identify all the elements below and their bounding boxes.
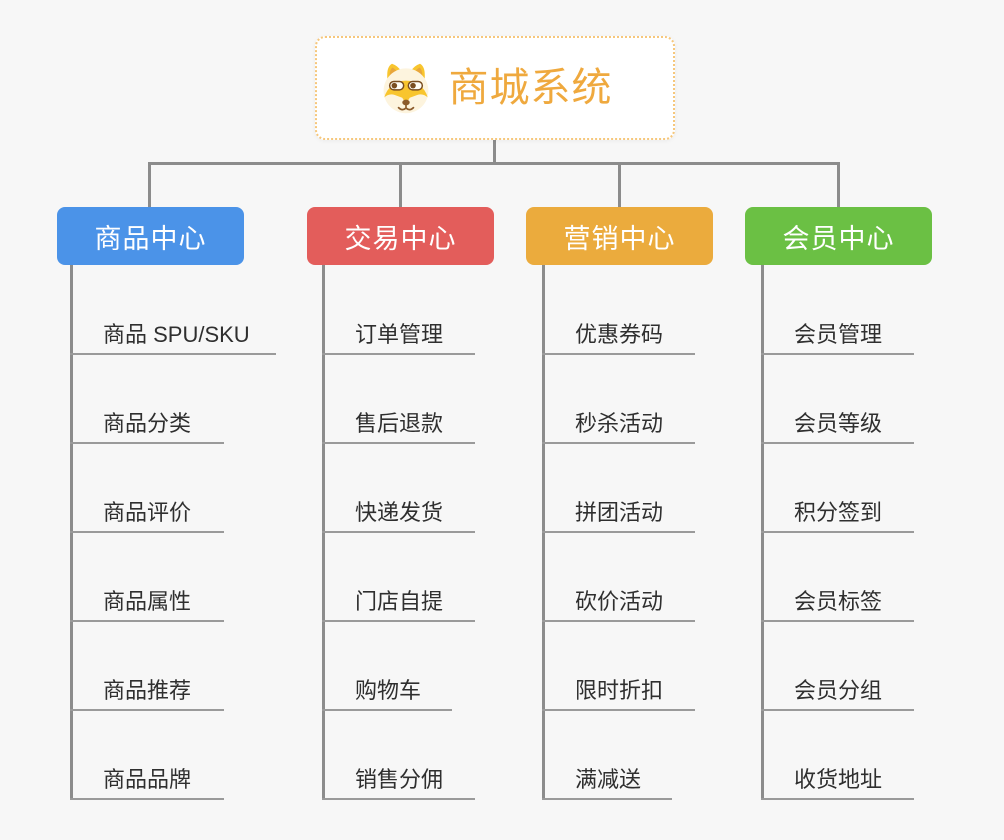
leaf-topic[interactable]: 商品 SPU/SKU bbox=[70, 311, 276, 355]
connector-drop-4 bbox=[837, 162, 840, 207]
branch-label: 商品中心 bbox=[94, 223, 207, 254]
leaf-topic[interactable]: 商品分类 bbox=[70, 400, 224, 444]
leaf-topic[interactable]: 购物车 bbox=[322, 667, 452, 711]
leaf-topic[interactable]: 会员分组 bbox=[761, 667, 914, 711]
branch-label: 营销中心 bbox=[563, 223, 676, 254]
root-title: 商城系统 bbox=[448, 66, 613, 110]
leaf-topic[interactable]: 秒杀活动 bbox=[542, 400, 695, 444]
connector-drop-2 bbox=[399, 162, 402, 207]
connector-drop-1 bbox=[148, 162, 151, 207]
leaf-topic[interactable]: 收货地址 bbox=[761, 756, 914, 800]
branch-node-marketing[interactable]: 营销中心 bbox=[526, 207, 713, 265]
leaf-topic[interactable]: 会员管理 bbox=[761, 311, 914, 355]
leaf-topic[interactable]: 门店自提 bbox=[322, 578, 475, 622]
branch-node-member[interactable]: 会员中心 bbox=[745, 207, 932, 265]
root-node[interactable]: 商城系统 bbox=[315, 36, 675, 140]
branch-label: 会员中心 bbox=[782, 223, 895, 254]
leaf-topic[interactable]: 销售分佣 bbox=[322, 756, 475, 800]
dog-face-icon bbox=[383, 63, 428, 114]
leaf-topic[interactable]: 订单管理 bbox=[322, 311, 475, 355]
leaf-topic[interactable]: 优惠券码 bbox=[542, 311, 695, 355]
branch-node-product[interactable]: 商品中心 bbox=[57, 207, 244, 265]
leaf-topic[interactable]: 商品品牌 bbox=[70, 756, 224, 800]
leaf-topic[interactable]: 会员等级 bbox=[761, 400, 914, 444]
connector-root-stem bbox=[493, 140, 496, 164]
leaf-topic[interactable]: 限时折扣 bbox=[542, 667, 695, 711]
leaf-topic[interactable]: 售后退款 bbox=[322, 400, 475, 444]
connector-bus bbox=[148, 162, 840, 165]
branch-node-trade[interactable]: 交易中心 bbox=[307, 207, 494, 265]
leaf-topic[interactable]: 商品评价 bbox=[70, 489, 224, 533]
leaf-topic[interactable]: 满减送 bbox=[542, 756, 672, 800]
leaf-topic[interactable]: 商品属性 bbox=[70, 578, 224, 622]
connector-drop-3 bbox=[618, 162, 621, 207]
branch-label: 交易中心 bbox=[344, 223, 457, 254]
leaf-topic[interactable]: 商品推荐 bbox=[70, 667, 224, 711]
leaf-topic[interactable]: 砍价活动 bbox=[542, 578, 695, 622]
leaf-topic[interactable]: 积分签到 bbox=[761, 489, 914, 533]
leaf-topic[interactable]: 会员标签 bbox=[761, 578, 914, 622]
leaf-topic[interactable]: 拼团活动 bbox=[542, 489, 695, 533]
leaf-topic[interactable]: 快递发货 bbox=[322, 489, 475, 533]
